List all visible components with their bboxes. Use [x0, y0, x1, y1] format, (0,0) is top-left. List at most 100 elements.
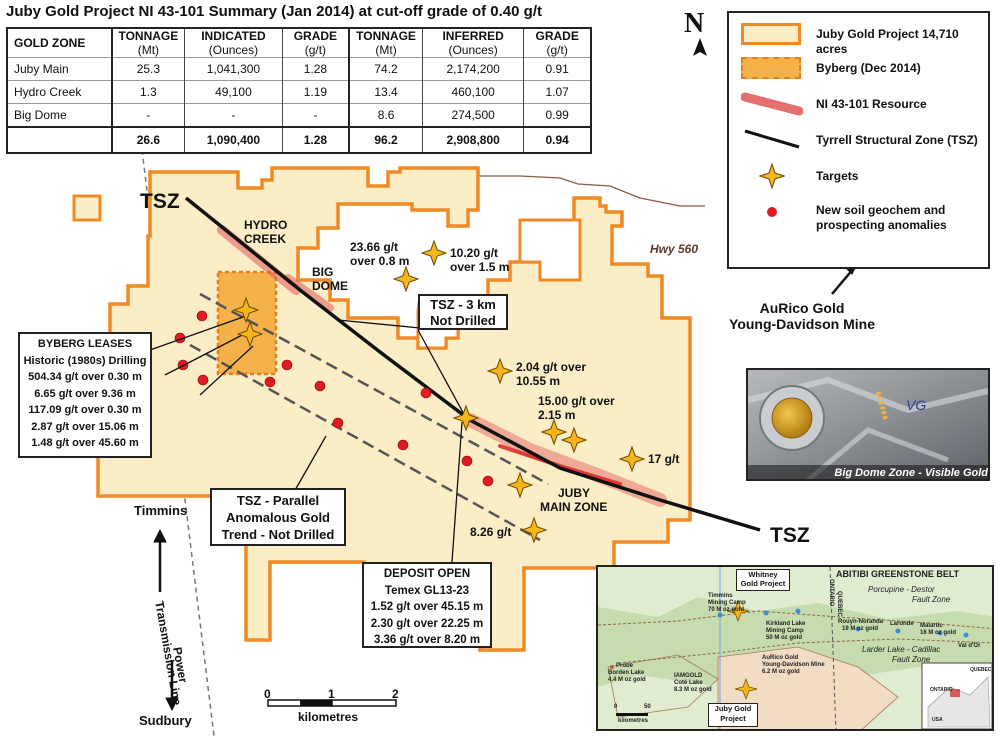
col-ind-grade: GRADE(g/t) — [282, 28, 351, 58]
big-dome-label-2: DOME — [312, 279, 348, 293]
grade-label-2b: over 1.5 m — [450, 260, 510, 274]
anomaly-dot-icon — [767, 207, 777, 217]
deposit-line: 1.52 g/t over 45.15 m — [370, 601, 484, 613]
tsz-3km-box: TSZ - 3 km Not Drilled — [418, 294, 508, 330]
target-star-icon — [759, 163, 785, 189]
inset-iamgold-2: Coté Lake — [674, 680, 703, 686]
grade-label-5: 17 g/t — [648, 452, 680, 466]
parallel-trend-2 — [189, 343, 541, 542]
inset-belt-title: ABITIBI GREENSTONE BELT — [836, 569, 960, 579]
aurico-label-1: AuRico Gold — [759, 300, 845, 316]
inset-kirkland-1: Kirkland Lake — [766, 621, 806, 627]
grade-label-3a: 2.04 g/t over — [516, 360, 587, 374]
tsz-label-east: TSZ — [770, 524, 810, 547]
deposit-line: Temex GL13-23 — [384, 584, 470, 597]
timmins-sudbury-arrows — [153, 528, 179, 712]
inset-iamgold-1: IAMGOLD — [674, 673, 703, 679]
inset-iamgold-3: 8.3 M oz gold — [674, 687, 712, 693]
inset-scale-0: 0 — [614, 704, 618, 710]
legend-swatch-byberg — [741, 57, 801, 79]
inset-aurico-1: AuRico Gold — [762, 655, 799, 661]
parallel-trend-box: TSZ - Parallel Anomalous Gold Trend - No… — [210, 488, 346, 546]
byberg-line: 2.87 g/t over 15.06 m — [31, 420, 139, 433]
legend-item-targets: Targets — [729, 163, 992, 189]
svg-text:VG: VG — [906, 397, 926, 413]
deposit-line: 2.30 g/t over 22.25 m — [370, 617, 484, 630]
parallel-trend-1 — [199, 292, 549, 486]
target-star — [520, 516, 548, 544]
byberg-line: 6.65 g/t over 9.36 m — [34, 387, 136, 400]
grade-label-1b: over 0.8 m — [350, 254, 410, 268]
north-arrow — [693, 38, 707, 56]
grade-label-2a: 10.20 g/t — [450, 246, 499, 260]
inset-probe-1: Probe — [616, 663, 634, 669]
inset-scale-50: 50 — [644, 704, 651, 710]
target-star — [506, 471, 534, 499]
north-label: N — [684, 8, 705, 39]
juby-main-label-2: MAIN ZONE — [540, 500, 608, 514]
photo-caption: Big Dome Zone - Visible Gold — [834, 467, 988, 479]
parallel-line-3: Trend - Not Drilled — [221, 527, 335, 542]
scale-tick-2: 2 — [392, 687, 399, 701]
col-inf-tonnage: TONNAGE(Mt) — [349, 28, 423, 58]
col-ind-tonnage: TONNAGE(Mt) — [111, 28, 186, 58]
target-star — [452, 404, 480, 432]
inset-porcupine-2: Fault Zone — [912, 595, 951, 604]
scale-unit: kilometres — [298, 710, 359, 724]
inset-quebec-label: QUEBEC — [836, 591, 842, 617]
target-star — [420, 239, 448, 267]
inset-ontario-label: ONTARIO — [828, 579, 834, 607]
target-star — [236, 320, 264, 348]
col-indicated: INDICATED(Ounces) — [184, 28, 283, 58]
hydro-creek-label-1: HYDRO — [244, 218, 288, 232]
targets — [232, 239, 646, 544]
tsz-label-west: TSZ — [140, 190, 180, 213]
legend-item-resource: NI 43-101 Resource — [729, 91, 992, 117]
photo-image: VG — [748, 370, 988, 479]
inset-rouyn-1: Rouyn-Noranda — [838, 619, 883, 625]
hydro-creek-label-2: CREEK — [244, 232, 287, 246]
parcel-nw — [72, 194, 102, 222]
inset-timmins-2: Mining Camp — [708, 600, 746, 606]
deposit-open-box: DEPOSIT OPEN Temex GL13-23 1.52 g/t over… — [362, 562, 492, 648]
inset-timmins-3: 70 M oz gold — [708, 607, 744, 613]
target-star — [232, 296, 260, 324]
legend-item-byberg: Byberg (Dec 2014) — [729, 57, 992, 83]
parallel-line-1: TSZ - Parallel — [236, 493, 320, 508]
grade-label-3b: 10.55 m — [516, 374, 561, 388]
inset-larder-1: Larder Lake - Cadillac — [862, 645, 941, 654]
inset-kirkland-3: 50 M oz gold — [766, 635, 802, 641]
inset-aurico-3: 6.2 M oz gold — [762, 669, 800, 675]
inset-probe-3: 4.4 M oz gold — [608, 677, 646, 683]
resource-juby-main-core — [498, 444, 622, 486]
target-star — [540, 418, 568, 446]
parallel-line-2: Anomalous Gold — [226, 510, 330, 525]
inset-valdor: Val d'Or — [958, 643, 981, 649]
legend: Juby Gold Project 14,710 acres Byberg (D… — [727, 11, 990, 269]
inset-malartic-2: 16 M oz gold — [920, 630, 956, 636]
resource-big-dome — [284, 274, 334, 312]
inset-larder-2: Fault Zone — [892, 655, 931, 664]
resource-hydro-creek — [217, 225, 301, 295]
inset-probe-2: Borden Lake — [608, 670, 645, 676]
resource-table: GOLD ZONE TONNAGE(Mt) INDICATED(Ounces) … — [6, 27, 592, 154]
byberg-line: 117.09 g/t over 0.30 m — [28, 404, 142, 416]
inset-scale-unit: kilometres — [618, 718, 649, 724]
inset-aurico-2: Young-Davidson Mine — [762, 662, 825, 668]
scale-tick-0: 0 — [264, 687, 271, 701]
inset-kirkland-2: Mining Camp — [766, 628, 804, 634]
target-star — [486, 357, 514, 385]
hwy-label: Hwy 560 — [650, 242, 699, 256]
tsz-3km-line-2: Not Drilled — [430, 313, 496, 328]
legend-swatch-tsz — [744, 129, 800, 149]
byberg-line: 504.34 g/t over 0.30 m — [28, 371, 142, 383]
grade-label-1a: 23.66 g/t — [350, 240, 399, 254]
col-zone: GOLD ZONE — [7, 28, 113, 58]
leader-lines — [149, 315, 467, 563]
table-header: GOLD ZONE TONNAGE(Mt) INDICATED(Ounces) … — [7, 28, 591, 58]
